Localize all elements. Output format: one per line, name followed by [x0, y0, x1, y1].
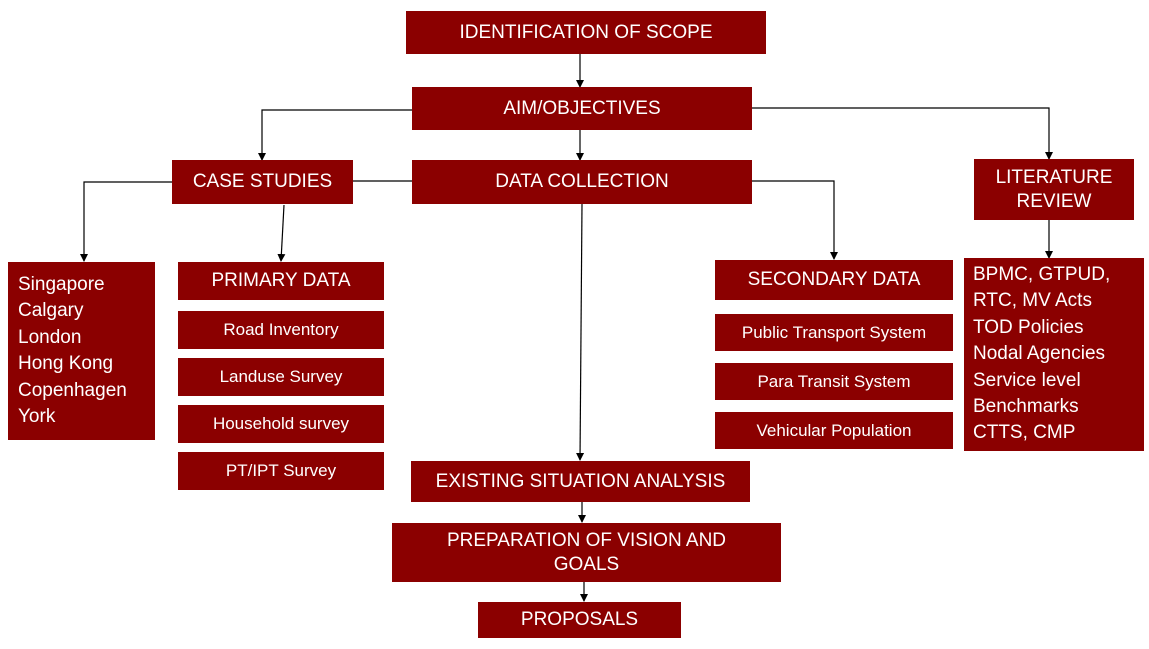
city-item: York — [18, 406, 56, 428]
literature-item: BPMC, GTPUD, — [973, 264, 1111, 285]
secondary-item-public-transport-system: Public Transport System — [715, 314, 953, 351]
primary-item-household-survey: Household survey — [178, 405, 384, 443]
primary-item-road-inventory: Road Inventory — [178, 311, 384, 349]
case-study-cities-list: Singapore Calgary London Hong Kong Copen… — [8, 262, 155, 440]
city-item: Singapore — [18, 274, 105, 295]
node-literature-review: LITERATURE REVIEW — [974, 159, 1134, 220]
literature-item: RTC, MV Acts — [973, 290, 1092, 312]
arrow-aim-to-literature — [752, 107, 1053, 160]
vision-line-2: GOALS — [553, 553, 620, 575]
secondary-item-vehicular-population: Vehicular Population — [715, 412, 953, 449]
node-case-studies: CASE STUDIES — [172, 160, 353, 204]
literature-item: Service level — [973, 369, 1081, 391]
literature-item: Nodal Agencies — [973, 343, 1106, 365]
literature-item: CTTS, CMP — [973, 422, 1076, 444]
node-proposals: PROPOSALS — [478, 602, 681, 638]
literature-item: TOD Policies — [973, 316, 1084, 338]
literature-review-line-2: REVIEW — [1016, 190, 1092, 212]
city-item: Hong Kong — [18, 353, 114, 375]
node-preparation-of-vision-and-goals: PREPARATION OF VISION AND GOALS — [392, 523, 781, 582]
city-item: London — [18, 326, 82, 348]
primary-item-pt-ipt-survey: PT/IPT Survey — [178, 452, 384, 490]
node-primary-data: PRIMARY DATA — [178, 262, 384, 300]
vision-line-1: PREPARATION OF VISION AND — [446, 529, 727, 551]
literature-items-list: BPMC, GTPUD, RTC, MV Acts TOD Policies N… — [964, 258, 1144, 451]
secondary-item-para-transit-system: Para Transit System — [715, 363, 953, 400]
node-identification-of-scope: IDENTIFICATION OF SCOPE — [406, 11, 766, 54]
arrow-data-collection-to-existing — [576, 203, 585, 461]
node-existing-situation-analysis: EXISTING SITUATION ANALYSIS — [411, 461, 750, 502]
city-item: Calgary — [18, 300, 84, 322]
arrow-case-studies-to-cities — [80, 181, 172, 262]
arrow-data-collection-to-secondary — [752, 180, 838, 260]
city-item: Copenhagen — [18, 379, 127, 401]
arrow-aim-to-case-studies — [258, 109, 412, 161]
arrow-case-studies-to-primary — [277, 204, 286, 262]
node-data-collection: DATA COLLECTION — [412, 160, 752, 204]
literature-item: Benchmarks — [973, 396, 1079, 418]
node-aim-objectives: AIM/OBJECTIVES — [412, 87, 752, 130]
node-secondary-data: SECONDARY DATA — [715, 260, 953, 300]
literature-review-line-1: LITERATURE — [995, 166, 1113, 188]
primary-item-landuse-survey: Landuse Survey — [178, 358, 384, 396]
